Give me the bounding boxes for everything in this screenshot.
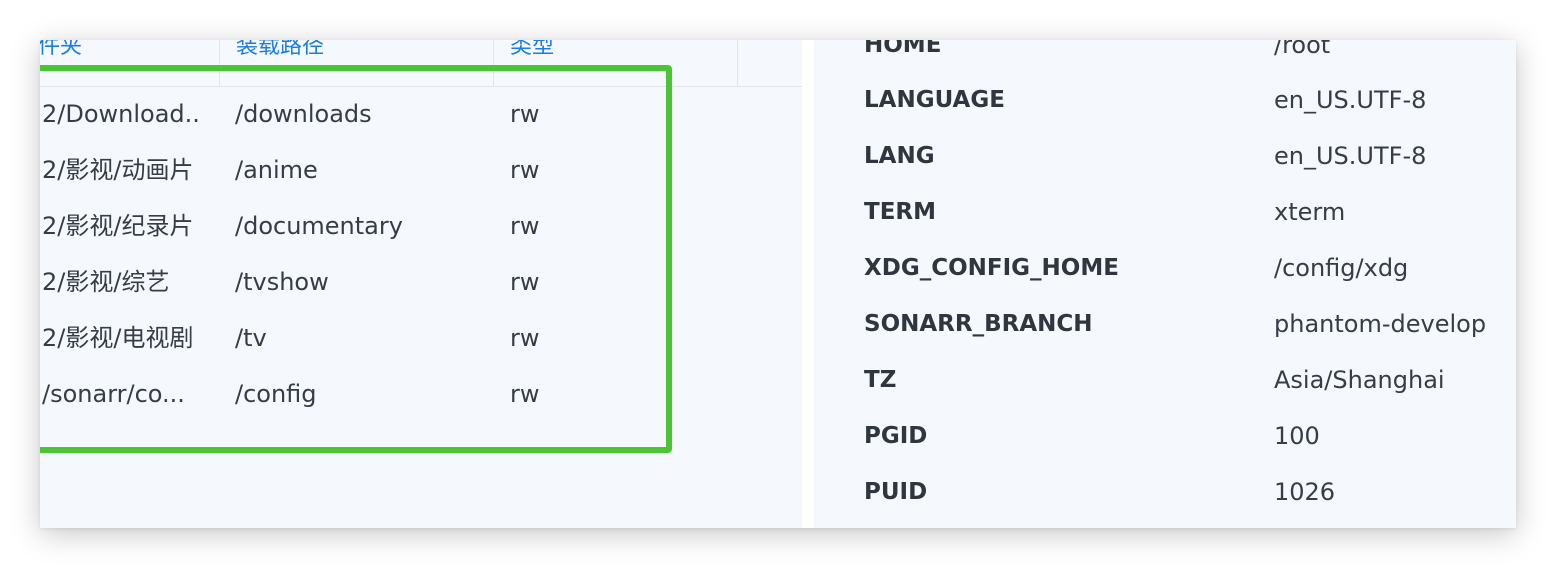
- mount-path-cell: /documentary: [235, 212, 403, 240]
- env-row[interactable]: TZ Asia/Shanghai: [814, 352, 1516, 408]
- type-cell: rw: [510, 100, 540, 128]
- type-cell: rw: [510, 380, 540, 408]
- env-row[interactable]: TERM xterm: [814, 184, 1516, 240]
- env-key: SONARR_BRANCH: [864, 311, 1093, 337]
- env-value: phantom-develop: [1274, 310, 1487, 338]
- header-type-label: 类型: [510, 40, 555, 59]
- column-separator[interactable]: [493, 40, 494, 86]
- type-cell: rw: [510, 212, 540, 240]
- folder-cell: 2/影视/电视剧: [42, 324, 194, 352]
- table-row[interactable]: 2/Download... /downloads rw: [40, 86, 802, 142]
- env-row[interactable]: LANGUAGE en_US.UTF-8: [814, 72, 1516, 128]
- mount-path-cell: /tvshow: [235, 268, 329, 296]
- env-key: PUID: [864, 479, 928, 505]
- table-row[interactable]: 2/影视/电视剧 /tv rw: [40, 310, 802, 366]
- column-separator[interactable]: [219, 40, 220, 86]
- environment-panel: HOME /root LANGUAGE en_US.UTF-8 LANG en_…: [814, 40, 1516, 528]
- volume-table-header: 文件夹 装载路径 类型: [40, 40, 802, 87]
- table-row[interactable]: 2/影视/动画片 /anime rw: [40, 142, 802, 198]
- volume-table-panel: 文件夹 装载路径 类型 2/Download... /downloads rw …: [40, 40, 802, 528]
- panel-divider: [802, 40, 814, 528]
- column-separator[interactable]: [737, 40, 738, 86]
- env-key: TERM: [864, 199, 936, 225]
- folder-cell: 2/影视/纪录片: [42, 212, 194, 240]
- env-value: en_US.UTF-8: [1274, 86, 1427, 114]
- table-row[interactable]: /sonarr/co... /config rw: [40, 366, 802, 422]
- env-key: LANG: [864, 143, 935, 169]
- folder-cell: 2/影视/动画片: [42, 156, 194, 184]
- env-row[interactable]: XDG_CONFIG_HOME /config/xdg: [814, 240, 1516, 296]
- folder-cell: /sonarr/co...: [42, 380, 185, 408]
- env-row[interactable]: PUID 1026: [814, 464, 1516, 520]
- env-row[interactable]: PGID 100: [814, 408, 1516, 464]
- env-row[interactable]: HOME /root: [814, 40, 1516, 73]
- type-cell: rw: [510, 268, 540, 296]
- env-value: 1026: [1274, 478, 1336, 506]
- header-mount-path[interactable]: 装载路径: [220, 40, 494, 86]
- mount-path-cell: /anime: [235, 156, 318, 184]
- env-key: TZ: [864, 367, 897, 393]
- table-row[interactable]: 2/影视/纪录片 /documentary rw: [40, 198, 802, 254]
- env-row[interactable]: SONARR_BRANCH phantom-develop: [814, 296, 1516, 352]
- env-value: 100: [1274, 422, 1320, 450]
- header-folder-label: 文件夹: [40, 40, 83, 59]
- container-settings-window: 文件夹 装载路径 类型 2/Download... /downloads rw …: [40, 40, 1516, 528]
- folder-cell: 2/Download...: [42, 100, 202, 128]
- type-cell: rw: [510, 324, 540, 352]
- type-cell: rw: [510, 156, 540, 184]
- env-key: LANGUAGE: [864, 87, 1005, 113]
- env-key: XDG_CONFIG_HOME: [864, 255, 1119, 281]
- env-key: PGID: [864, 423, 928, 449]
- env-key: HOME: [864, 40, 942, 58]
- header-type[interactable]: 类型: [494, 40, 738, 86]
- header-folder[interactable]: 文件夹: [40, 40, 220, 86]
- env-row[interactable]: LANG en_US.UTF-8: [814, 128, 1516, 184]
- table-row[interactable]: 2/影视/综艺 /tvshow rw: [40, 254, 802, 310]
- env-value: xterm: [1274, 198, 1346, 226]
- env-value: /config/xdg: [1274, 254, 1409, 282]
- header-mount-path-label: 装载路径: [236, 40, 325, 59]
- mount-path-cell: /tv: [235, 324, 267, 352]
- env-value: Asia/Shanghai: [1274, 366, 1445, 394]
- env-value: /root: [1274, 40, 1331, 59]
- env-value: en_US.UTF-8: [1274, 142, 1427, 170]
- mount-path-cell: /config: [235, 380, 317, 408]
- mount-path-cell: /downloads: [235, 100, 372, 128]
- folder-cell: 2/影视/综艺: [42, 268, 170, 296]
